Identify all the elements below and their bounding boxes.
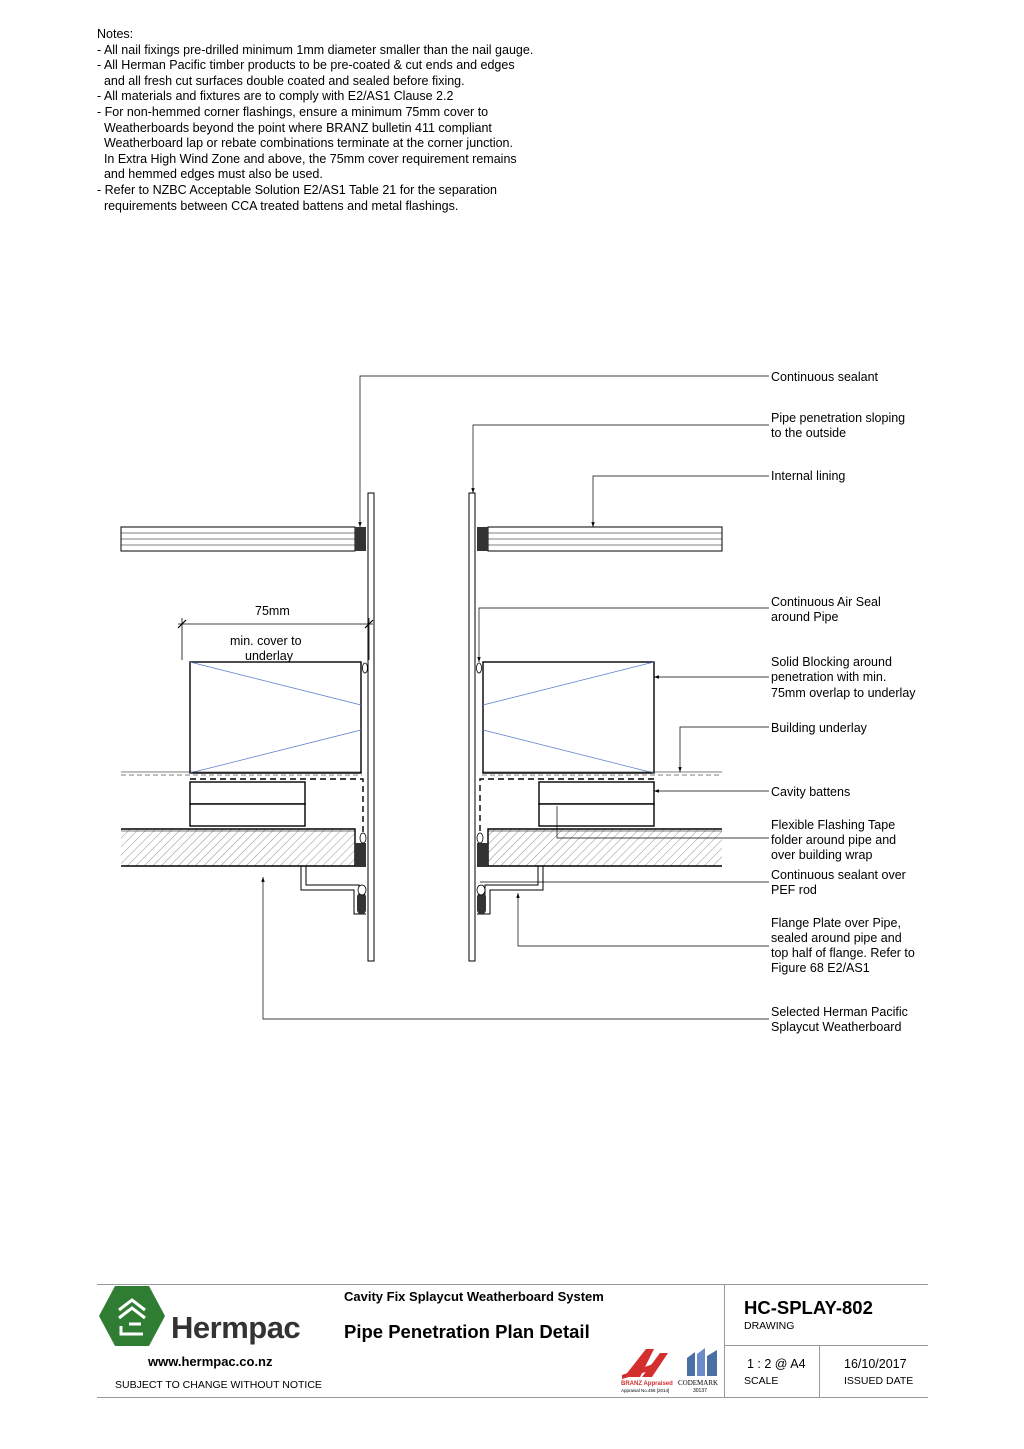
label-cavity-battens: Cavity battens <box>771 785 850 799</box>
air-seal-right <box>476 662 482 674</box>
internal-lining-right <box>487 526 723 552</box>
label-sealant-pef: Continuous sealant over <box>771 868 906 882</box>
title-block-border <box>97 1397 928 1398</box>
notes-line: and all fresh cut surfaces double coated… <box>97 73 465 88</box>
notes-line: Weatherboards beyond the point where BRA… <box>97 120 492 135</box>
pef-rod-right <box>476 832 484 844</box>
hermpac-logo-icon <box>99 1286 165 1346</box>
logo-wordmark: Hermpac <box>171 1310 301 1345</box>
issued-date-value: 16/10/2017 <box>844 1357 907 1371</box>
label-solid-blocking: penetration with min. <box>771 670 886 684</box>
scale-label: SCALE <box>744 1375 779 1387</box>
flange-plate-left <box>300 866 367 915</box>
title-block-divider <box>819 1345 820 1398</box>
branz-text: BRANZ Appraised <box>621 1381 673 1387</box>
label-solid-blocking: Solid Blocking around <box>771 655 892 669</box>
notes-line: - All Herman Pacific timber products to … <box>97 58 515 73</box>
pipe-wall-right <box>468 492 476 962</box>
drawing-number: HC-SPLAY-802 <box>744 1297 873 1318</box>
website-link[interactable]: www.hermpac.co.nz <box>148 1354 273 1369</box>
codemark-subtext: 30137 <box>693 1388 707 1394</box>
codemark-text: CODEMARK <box>678 1379 719 1387</box>
sealant-weatherboard-left <box>355 843 366 867</box>
notes-line: - All nail fixings pre-drilled minimum 1… <box>97 42 534 57</box>
issued-date-label: ISSUED DATE <box>844 1375 914 1387</box>
pipe-wall-left <box>367 492 375 962</box>
dimension-note-2: underlay <box>245 649 294 663</box>
leader-lines <box>261 375 769 1020</box>
label-air-seal: around Pipe <box>771 610 838 624</box>
internal-lining-left <box>120 526 356 552</box>
label-flashing-tape: over building wrap <box>771 848 872 862</box>
branz-subtext: Appraisal No.456 [2014] <box>621 1388 670 1393</box>
weatherboard-left <box>121 828 356 867</box>
title-block-divider <box>724 1345 928 1346</box>
notes-block: Notes: - All nail fixings pre-drilled mi… <box>97 27 533 214</box>
sealant-lining-right <box>477 527 488 551</box>
sealant-weatherboard-right <box>477 843 488 867</box>
cavity-batten-left <box>189 781 306 827</box>
label-air-seal: Continuous Air Seal <box>771 595 881 609</box>
notes-line: - For non-hemmed corner flashings, ensur… <box>97 104 489 119</box>
label-solid-blocking: 75mm overlap to underlay <box>771 686 916 700</box>
label-weatherboard: Selected Herman Pacific <box>771 1005 908 1019</box>
label-pipe-sloping: to the outside <box>771 426 846 440</box>
label-flange-plate: Figure 68 E2/AS1 <box>771 961 870 975</box>
solid-blocking-right <box>482 661 655 774</box>
codemark-logo-icon <box>687 1348 717 1376</box>
callout-labels: Continuous sealant Pipe penetration slop… <box>771 370 916 1034</box>
scale-value: 1 : 2 @ A4 <box>747 1357 806 1371</box>
notes-title: Notes: <box>97 27 134 41</box>
drawing-title: Pipe Penetration Plan Detail <box>344 1321 590 1342</box>
label-pipe-sloping: Pipe penetration sloping <box>771 411 905 425</box>
notes-line: Weatherboard lap or rebate combinations … <box>97 136 513 151</box>
title-block-divider <box>724 1284 725 1398</box>
weatherboard-right <box>487 828 722 867</box>
label-sealant-pef: PEF rod <box>771 883 817 897</box>
label-building-underlay: Building underlay <box>771 721 868 735</box>
notes-line: - Refer to NZBC Acceptable Solution E2/A… <box>97 182 497 197</box>
flange-plate-right <box>476 866 544 915</box>
label-internal-lining: Internal lining <box>771 469 845 483</box>
notes-line: - All materials and fixtures are to comp… <box>97 89 454 104</box>
flashing-tape <box>190 778 654 862</box>
dimension-75mm: 75mm min. cover to underlay <box>177 604 374 663</box>
notes-line: In Extra High Wind Zone and above, the 7… <box>97 151 517 166</box>
disclaimer: SUBJECT TO CHANGE WITHOUT NOTICE <box>115 1379 322 1391</box>
label-weatherboard: Splaycut Weatherboard <box>771 1020 901 1034</box>
label-flashing-tape: folder around pipe and <box>771 833 896 847</box>
label-flange-plate: sealed around pipe and <box>771 931 902 945</box>
dimension-note-1: min. cover to <box>230 634 302 648</box>
notes-line: and hemmed edges must also be used. <box>97 167 323 182</box>
branz-logo-icon <box>622 1349 668 1379</box>
dimension-value: 75mm <box>255 604 290 618</box>
solid-blocking-left <box>189 661 362 774</box>
label-continuous-sealant: Continuous sealant <box>771 370 879 384</box>
notes-line: requirements between CCA treated battens… <box>97 198 459 213</box>
drawing-label: DRAWING <box>744 1320 795 1332</box>
title-block-border <box>97 1284 928 1285</box>
label-flange-plate: top half of flange. Refer to <box>771 946 915 960</box>
system-name: Cavity Fix Splaycut Weatherboard System <box>344 1289 604 1304</box>
label-flange-plate: Flange Plate over Pipe, <box>771 916 901 930</box>
title-block: Hermpac www.hermpac.co.nz SUBJECT TO CHA… <box>97 1284 928 1398</box>
building-underlay <box>121 771 722 776</box>
air-seal-left <box>362 662 368 674</box>
label-flashing-tape: Flexible Flashing Tape <box>771 818 895 832</box>
pef-rod-left <box>359 832 367 844</box>
cavity-batten-right <box>538 781 655 827</box>
sealant-lining-left <box>355 527 366 551</box>
